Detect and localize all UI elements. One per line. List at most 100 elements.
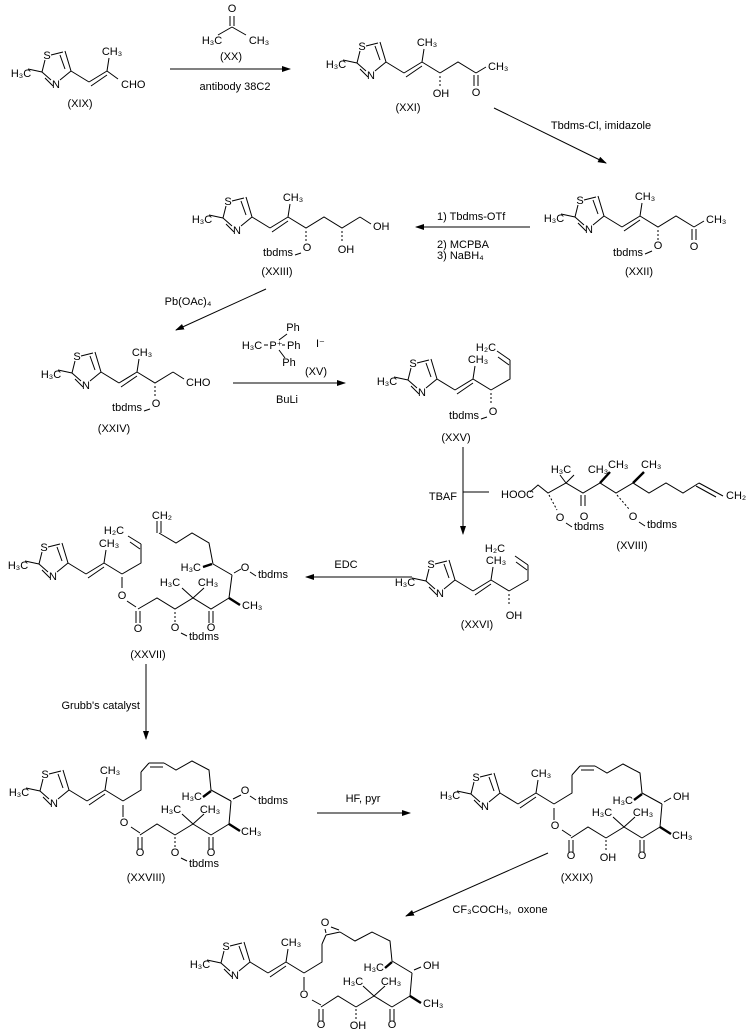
stereo-bond <box>384 961 422 1005</box>
atom-label: H₃C <box>592 807 612 819</box>
bonds <box>553 808 607 852</box>
atom-label: O <box>241 785 250 797</box>
atom-label: N <box>367 70 375 82</box>
atom-label: OH <box>338 244 355 256</box>
atom-label: O <box>321 917 330 929</box>
bonds <box>136 371 185 384</box>
structure-xix: CHO (XIX) <box>67 70 146 110</box>
atom-label: H₃C <box>326 59 346 71</box>
atom-label: CHO <box>121 79 146 91</box>
atom-label: CH₃ <box>588 464 608 476</box>
stereo-bond <box>599 471 645 484</box>
atom-label: tbdms <box>613 247 643 259</box>
thiazole-bonds <box>24 542 107 579</box>
atom-label: O <box>171 847 180 859</box>
reagent-label-buli: BuLi <box>276 394 298 406</box>
atom-label: OH <box>673 791 690 803</box>
atom-label: O <box>472 87 481 99</box>
thiazole-bonds <box>456 772 539 809</box>
atom-label: S <box>41 769 48 781</box>
atom-label: CH₃ <box>102 46 122 58</box>
atom-label: P⁺ <box>269 340 282 352</box>
atom-label: H₃C <box>9 787 29 799</box>
atom-label: H₃C <box>242 340 262 352</box>
atom-label: tbdms <box>112 402 142 414</box>
structure-xxiv: CHO O tbdms (XXIV) <box>98 371 211 435</box>
compound-label-xxix: (XXIX) <box>561 872 593 884</box>
atom-label: O <box>551 820 560 832</box>
bonds <box>287 216 372 229</box>
atom-label: tbdms <box>258 795 288 807</box>
atom-label: O <box>300 989 309 1001</box>
bonds <box>565 495 646 528</box>
atom-label: H₂C <box>476 342 496 354</box>
atom-label: Ph <box>282 357 295 369</box>
atom-label: N <box>585 224 593 236</box>
arrow-hfpyr: HF, pyr <box>317 793 411 816</box>
atom-label: O <box>388 1019 397 1031</box>
atom-label: H₃C <box>343 976 363 988</box>
compound-label-xxii: (XXII) <box>625 266 653 278</box>
atom-label: O <box>120 817 129 829</box>
arrow-line <box>175 288 267 331</box>
atom-label: Ph <box>287 340 300 352</box>
atom-label: O <box>580 511 589 523</box>
atom-label: CH₃ <box>242 600 262 612</box>
atom-label: CHO <box>186 377 211 389</box>
bonds <box>644 229 697 255</box>
bonds <box>303 977 357 1021</box>
arrow-antibody: antibody 38C2 <box>170 66 291 93</box>
compound-label-xxiv: (XXIV) <box>98 423 130 435</box>
bonds <box>156 521 233 599</box>
atom-label: CH₃ <box>249 35 269 47</box>
atom-label: O <box>152 398 161 410</box>
structure-xxvi: H₂C OH (XXVI) <box>461 543 529 631</box>
atom-label: O <box>556 512 565 524</box>
atom-label: CH₃ <box>468 354 488 366</box>
bonds <box>413 966 422 971</box>
atom-label: CH₃ <box>283 192 303 204</box>
atom-label: O <box>207 847 216 859</box>
bonds <box>143 408 151 412</box>
reagent-label-tbdmscl: Tbdms-Cl, imidazole <box>551 120 651 132</box>
atom-label: S <box>409 358 416 370</box>
structure-xviii: HOOC H₃C CH₃ CH₃ CH₃ CH₂ O tbdms O O tbd… <box>501 459 746 552</box>
bonds <box>535 763 663 828</box>
bonds <box>217 16 247 36</box>
atom-label: CH₃ <box>608 459 628 471</box>
atom-label: CH₃ <box>381 976 401 988</box>
atom-label: tbdms <box>189 631 219 643</box>
bonds <box>529 482 724 498</box>
atom-label: H₃C <box>440 790 460 802</box>
structure-xxvii: H₂C CH₂ O O H₃C O tbdms H₃C CH₃ O tbdms … <box>103 510 288 661</box>
structure-final-epoxide: O H₃C OH CH₃ O H₃C CH₃ OH O O <box>285 917 443 1032</box>
bonds <box>421 61 487 74</box>
reagent-label-grubbs: Grubb's catalyst <box>61 700 140 712</box>
atom-label: O <box>134 623 143 635</box>
atom-label: H₂C <box>485 543 505 555</box>
atom-label: S <box>43 50 50 62</box>
atom-label: H₃C <box>377 376 397 388</box>
atom-label: S <box>222 941 229 953</box>
stereo-bond <box>633 793 672 836</box>
reagent-label-step2: 2) MCPBA <box>437 239 490 251</box>
atom-label: H₃C <box>395 577 415 589</box>
atom-label: H₃C <box>364 962 384 974</box>
atom-label: O <box>654 240 663 252</box>
structure-xxiii: OH OH O tbdms (XXIII) <box>261 216 390 278</box>
atom-label: O <box>241 562 250 574</box>
bonds <box>490 555 529 592</box>
structure-xv: H₃C P⁺ Ph Ph Ph I⁻ (XV) <box>242 322 327 378</box>
atom-label: O <box>489 406 498 418</box>
structure-xxix: H₃C OH CH₃ O H₃C CH₃ OH O O (XXIX) <box>535 763 692 884</box>
atom-label: tbdms <box>189 858 219 870</box>
atom-label: H₃C <box>181 562 201 574</box>
arrow-edc: EDC <box>305 559 412 580</box>
atom-label: S <box>576 195 583 207</box>
compound-label-xxvi: (XXVI) <box>461 619 493 631</box>
bonds <box>181 587 205 599</box>
bonds <box>473 75 479 86</box>
atom-label: H₃C <box>8 560 28 572</box>
thiazole-bonds <box>560 195 643 232</box>
reagent-label-edc: EDC <box>334 559 357 571</box>
